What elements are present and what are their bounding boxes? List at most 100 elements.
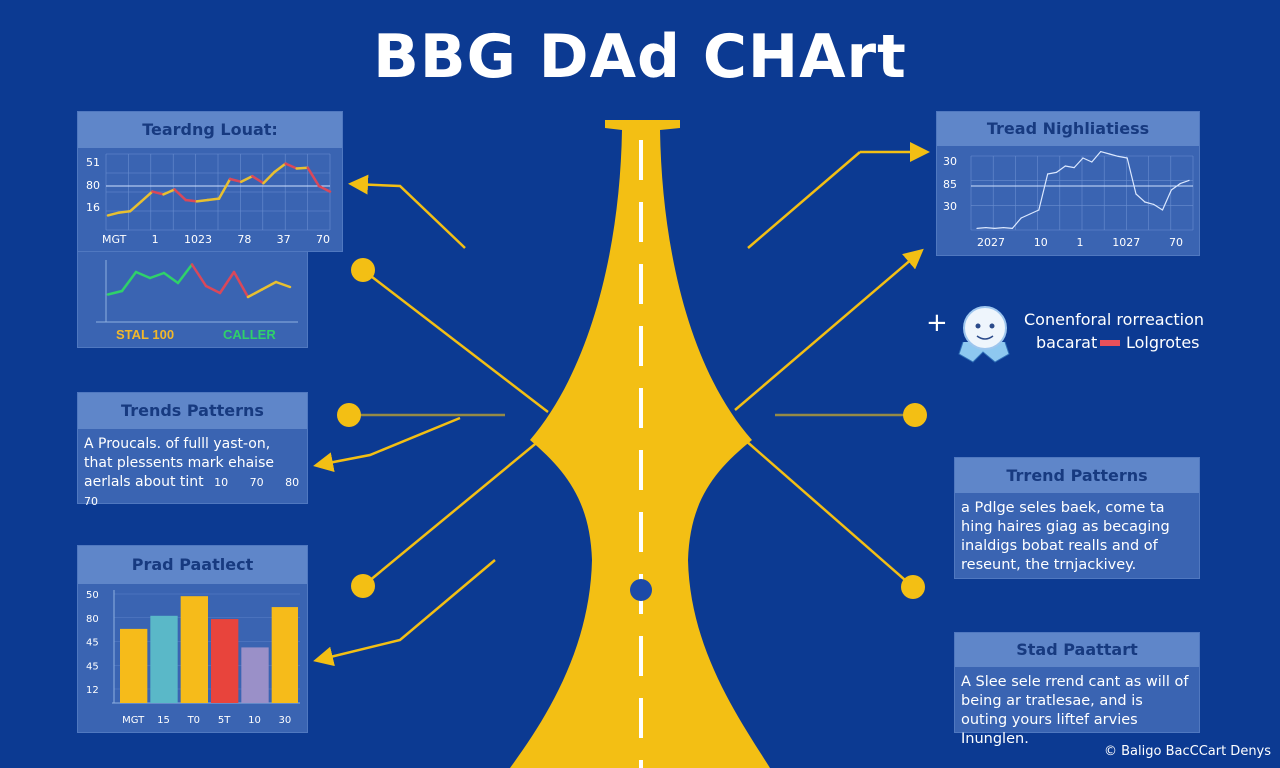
series-segment: [1055, 165, 1066, 174]
series-segment: [176, 263, 194, 285]
line-chart: [970, 150, 1194, 231]
series-segment: [251, 174, 265, 185]
panel-title: Trends Patterns: [78, 393, 307, 429]
panel-title: Trrend Patterns: [955, 458, 1199, 493]
series-segment: [120, 270, 138, 293]
panel-title: Stad Paattart: [955, 633, 1199, 667]
x-tick: 70: [315, 233, 330, 246]
series-segment: [134, 270, 152, 280]
y-tick: 51: [86, 156, 100, 169]
panel-trends-patterns: Trends Patterns A Proucals. of fulll yas…: [77, 392, 308, 508]
series-segment: [1153, 203, 1164, 211]
y-tick: 30: [943, 200, 957, 213]
y-tick: 85: [943, 178, 957, 191]
series-segment: [246, 288, 264, 299]
series-segment: [1073, 157, 1084, 169]
panel-text: A Slee sele rrend cant as will of being …: [961, 674, 1189, 747]
bar: [120, 628, 148, 703]
x-tick: 30: [278, 715, 291, 726]
bar: [180, 596, 208, 703]
series-segment: [1091, 150, 1102, 163]
series-segment: [190, 263, 208, 288]
series-segment: [1082, 157, 1093, 163]
series-segment: [274, 280, 292, 289]
series-segment: [117, 209, 132, 214]
page-title: BBG DAd CHArt: [373, 22, 907, 92]
number: 70: [249, 476, 264, 489]
panel-trend-highlights: Tread Nighliatiess 30 85 30 2027 10 1 10…: [936, 111, 1200, 256]
series-segment: [1002, 226, 1013, 230]
panel-trend-patterns-right: Trrend Patterns a Pdlge seles baek, come…: [954, 457, 1200, 579]
note-line-1: Conenforal rorreaction: [1024, 310, 1205, 329]
note-label-b: Lolgrotes: [1126, 333, 1200, 352]
x-tick: 1023: [184, 233, 212, 246]
series-segment: [106, 289, 124, 296]
series-segment: [184, 198, 199, 203]
panel-title: Teardng Louat:: [78, 112, 342, 148]
series-segment: [317, 184, 332, 193]
number: 10: [214, 476, 229, 489]
series-segment: [162, 271, 180, 285]
legend-swatch: [1100, 340, 1120, 346]
series-segment: [148, 271, 166, 280]
y-tick: 16: [86, 201, 100, 214]
series-segment: [140, 190, 154, 203]
series-segment: [306, 166, 321, 188]
series-segment: [204, 284, 222, 295]
x-tick: 10: [248, 715, 261, 726]
series-segment: [1064, 165, 1075, 169]
y-tick: 80: [86, 614, 99, 625]
x-tick: 1: [151, 233, 159, 246]
series-segment: [1144, 201, 1155, 206]
y-tick: 12: [86, 685, 99, 696]
series-segment: [162, 188, 176, 196]
note-label-a: bacarat: [1036, 333, 1098, 352]
series-segment: [284, 162, 298, 170]
series-segment: [976, 226, 987, 230]
y-tick: 50: [86, 590, 99, 601]
series-segment: [128, 200, 143, 213]
series-segment: [1011, 217, 1022, 230]
plus-icon: +: [926, 308, 948, 338]
bar: [150, 615, 178, 703]
series-segment: [994, 226, 1005, 230]
x-tick: 2027: [977, 236, 1005, 249]
x-tick: 1: [1076, 236, 1084, 249]
copyright: © Baligo BacCCart Denys: [1104, 744, 1272, 759]
person-avatar-icon: [958, 306, 1010, 363]
number: 70: [84, 495, 98, 508]
panel-title: Tread Nighliatiess: [937, 112, 1199, 146]
legend-caller: CALLER: [223, 327, 276, 342]
series-segment: [1029, 209, 1040, 215]
panel-text: a Pdlge seles baek, come ta hing haires …: [961, 500, 1170, 573]
bar: [241, 647, 269, 703]
x-tick: 70: [1169, 236, 1183, 249]
x-tick: MGT: [102, 233, 127, 246]
series-segment: [1100, 150, 1111, 155]
series-segment: [260, 280, 278, 291]
road-shape: [510, 120, 770, 768]
series-segment: [1020, 213, 1031, 219]
series-segment: [985, 226, 996, 230]
series-segment: [1108, 153, 1119, 158]
road-node: [630, 579, 652, 601]
line-chart: [96, 260, 298, 323]
panel-secondary-chart: STAL 100 CALLER: [77, 252, 308, 348]
series-segment: [1038, 173, 1049, 211]
series-segment: [1179, 179, 1190, 185]
x-tick: 1027: [1112, 236, 1141, 249]
x-tick: 10: [1033, 236, 1048, 249]
series-segment: [195, 198, 210, 203]
series-segment: [1117, 155, 1128, 159]
y-tick: 45: [86, 638, 99, 649]
panel-trading-chart: Teardng Louat: 51 80 16 MGT 1 1023 78 37…: [77, 111, 343, 252]
bar: [271, 607, 298, 703]
series-segment: [239, 174, 254, 184]
x-tick: 78: [237, 233, 252, 246]
number: 80: [285, 476, 300, 489]
series-segment: [232, 270, 250, 299]
series-segment: [1135, 193, 1146, 203]
